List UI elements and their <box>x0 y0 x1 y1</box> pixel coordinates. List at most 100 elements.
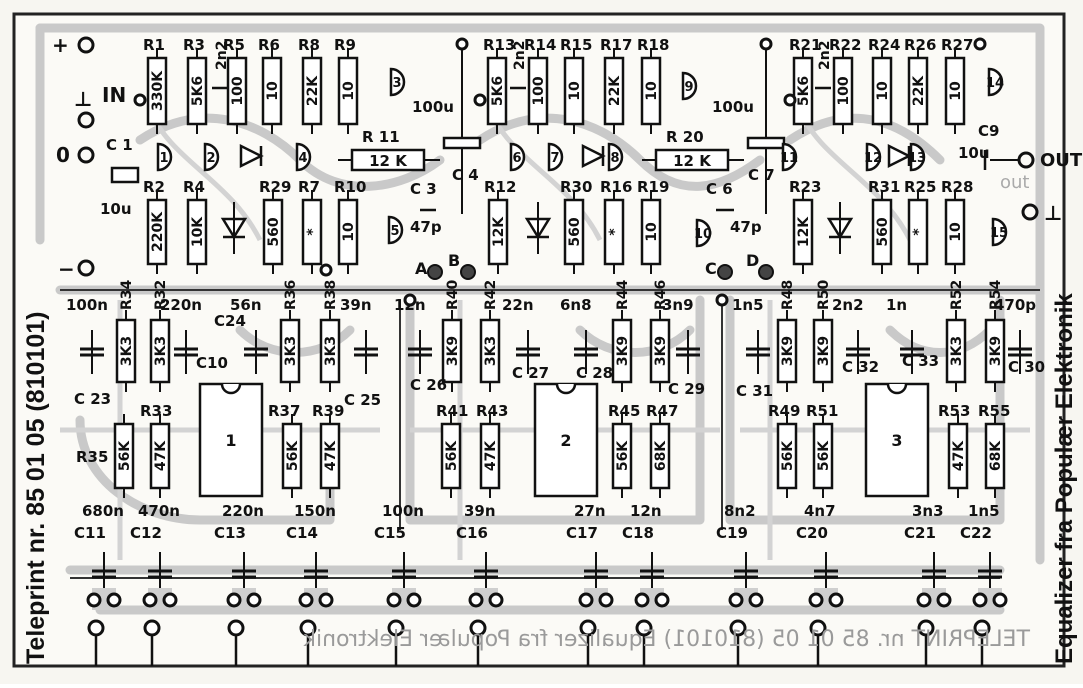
cap-bottom-5-ref: C15 <box>374 524 406 542</box>
transistor-12-num: 12 <box>864 151 882 166</box>
resistor-lower-7-body <box>611 422 633 490</box>
transistor-11-body <box>781 142 798 172</box>
cap-filter-ref-1: C 23 <box>74 390 111 408</box>
cap-bottom-2-ref: C12 <box>130 524 162 542</box>
cap-bottom-6-connector <box>469 619 487 637</box>
cap-filter-3-value: 56n <box>230 296 262 314</box>
cap-filter-12-value: 470p <box>994 296 1036 314</box>
resistor-lower-12-value: 68K <box>988 440 1004 471</box>
section-lines <box>60 289 1040 579</box>
gnd-right-pad <box>1021 203 1039 221</box>
resistor-top-16-ref: R27 <box>941 36 973 54</box>
resistor-lower-7-ref: R45 <box>608 402 640 420</box>
ic-2-label: 2 <box>560 431 571 450</box>
resistor-lower-2-value: 47K <box>153 440 169 471</box>
resistor-filter-8-ref: R46 <box>653 280 669 310</box>
solder-pad-1 <box>455 37 469 51</box>
right-vertical-label: Equalizer fra Populær Elektronik <box>1051 293 1078 664</box>
resistor-top-12-ref: R21 <box>789 36 821 54</box>
resistor-row2-3-body <box>262 198 284 266</box>
gnd-left-label: ⊥ <box>74 87 92 111</box>
cap-small-C2-value: 2n2 <box>214 41 230 70</box>
cap-C3-ref: C 3 <box>410 180 437 198</box>
resistor-top-4-value: 10 <box>265 81 281 101</box>
resistor-row2-9-body <box>640 198 662 266</box>
resistor-top-8-value: 100 <box>531 76 547 105</box>
cap-bottom-10-pad-b <box>828 592 844 608</box>
transistor-3-body <box>389 67 406 97</box>
resistor-filter-6-ref: R42 <box>483 280 499 310</box>
solder-pad-5 <box>473 93 487 107</box>
cap-bottom-1-ref: C11 <box>74 524 106 542</box>
resistor-top-6-value: 10 <box>341 81 357 101</box>
resistor-top-6-ref: R9 <box>334 36 356 54</box>
cap-bottom-10-pad-a <box>808 592 824 608</box>
cap-bottom-11-ref: C21 <box>904 524 936 542</box>
resistor-row2-12-value: * <box>911 228 927 236</box>
resistor-lower-10-body <box>812 422 834 490</box>
gnd-right-label: ⊥ <box>1044 201 1062 225</box>
zero-terminal-label: 0 <box>56 143 70 167</box>
test-point-1 <box>427 264 443 280</box>
out-silk-label: out <box>1000 172 1029 193</box>
cap-bottom-7-value: 27n <box>574 502 606 520</box>
cap-C7-ref: C 7 <box>748 166 775 184</box>
resistor-filter-9-body <box>776 318 798 384</box>
resistor-row2-13-body <box>944 198 966 266</box>
resistor-lower-3-body <box>281 422 303 490</box>
transistor-14-body <box>987 67 1004 97</box>
cap-C6-ref: C 6 <box>706 180 733 198</box>
cap-small-C5-value: 2n2 <box>512 41 528 70</box>
resistor-filter-7-ref: R44 <box>615 279 631 310</box>
resistor-filter-7-body <box>611 318 633 384</box>
in-label: IN <box>102 83 126 107</box>
cap-filter-ref-12: C 30 <box>1008 358 1045 376</box>
resistor-top-8-ref: R14 <box>524 36 556 54</box>
cap-bottom-7-connector <box>579 619 597 637</box>
solder-pad-8 <box>403 293 417 307</box>
cap-bottom-8-connector <box>635 619 653 637</box>
resistor-row2-9-ref: R19 <box>637 178 669 196</box>
solder-pad-7 <box>319 263 333 277</box>
resistor-row2-8-body <box>603 198 625 266</box>
resistor-top-9-value: 10 <box>567 81 583 101</box>
diode-3-body <box>887 143 912 169</box>
resistor-top-15-ref: R26 <box>904 36 936 54</box>
resistor-lower-3-ref: R37 <box>268 402 300 420</box>
resistor-top-15-body <box>907 56 929 126</box>
plus-terminal-label: + <box>52 33 69 57</box>
test-point-3-label: C <box>705 259 717 278</box>
resistor-top-3-value: 100 <box>230 76 246 105</box>
transistor-5-num: 5 <box>390 224 399 239</box>
resistor-lower-6-ref: R43 <box>476 402 508 420</box>
cap-bottom-10-value: 4n7 <box>804 502 836 520</box>
cap-bottom-3-value: 220n <box>222 502 264 520</box>
cap-bottom-12-ref: C22 <box>960 524 992 542</box>
cap-C9-ref: C9 <box>978 122 999 140</box>
resistor-filter-3-value: 3K3 <box>283 336 299 366</box>
resistor-row2-7-body <box>563 198 585 266</box>
resistor-top-13-value: 100 <box>836 76 852 105</box>
resistor-filter-12-ref: R54 <box>988 279 1004 310</box>
resistor-lower-8-value: 68K <box>653 440 669 471</box>
minus-terminal-label: − <box>58 257 75 281</box>
resistor-lower-2-body <box>149 422 171 490</box>
resistor-lower-6-value: 47K <box>483 440 499 471</box>
resistor-row2-2-body <box>186 198 208 266</box>
resistor-top-8-body <box>527 56 549 126</box>
resistor-row2-13-value: 10 <box>948 222 964 242</box>
test-point-4 <box>758 264 774 280</box>
resistor-lower-3-value: 56K <box>285 440 301 471</box>
plus-terminal-pad <box>77 36 95 54</box>
resistor-lower-1-ref: R35 <box>76 448 108 466</box>
test-point-1-label: A <box>415 259 428 278</box>
cap-bottom-6-pad-b <box>488 592 504 608</box>
test-point-3 <box>717 264 733 280</box>
resistor-row2-7-ref: R30 <box>560 178 592 196</box>
cap-bottom-12-value: 1n5 <box>968 502 1000 520</box>
resistor-filter-1-ref: R34 <box>119 279 135 310</box>
resistor-filter-11-value: 3K3 <box>949 336 965 366</box>
resistor-top-14-value: 10 <box>875 81 891 101</box>
resistor-top-7-value: 5K6 <box>490 76 506 106</box>
resistor-h-2-value: 12 K <box>673 152 712 170</box>
